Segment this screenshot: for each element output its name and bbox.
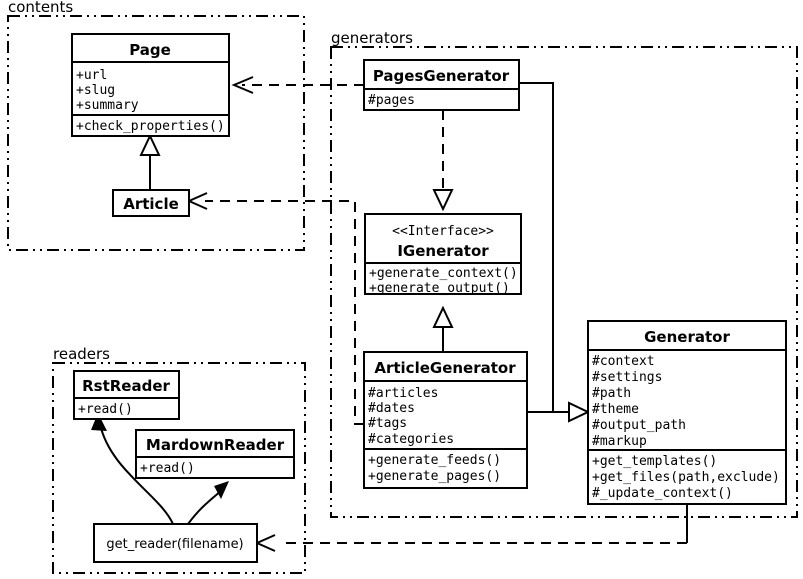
class-igenerator-stereotype: <<Interface>> [392,224,494,239]
generalization-arrowhead [139,133,161,156]
realization-arrowhead [432,189,454,212]
class-article-generator-name: ArticleGenerator [374,359,516,377]
class-mardown-reader[interactable]: MardownReader +read() [135,429,295,479]
class-mardown-reader-name: MardownReader [146,436,285,454]
class-rst-reader-method-0: +read() [78,402,133,417]
package-readers: readers [52,345,306,574]
class-page-name: Page [129,41,171,59]
edge-get-reader-creates-rstreader [91,413,174,525]
class-generator-name: Generator [644,328,730,346]
package-contents-label: contents [8,0,73,16]
package-readers-border [52,362,306,574]
function-get-reader-box [93,523,258,563]
class-page-attr-2: +summary [76,98,139,113]
class-mardown-reader-box [135,429,295,479]
class-page-attr-0: +url [76,68,107,83]
dependency-arrowhead [254,534,276,552]
class-article-generator-attr-0: #articles [368,386,438,401]
edge-articlegenerator-uses-article [186,192,364,425]
class-generator-method-0: +get_templates() [592,454,717,469]
class-article-generator-box [363,351,528,489]
dependency-arrowhead [231,76,254,94]
package-readers-label: readers [53,345,110,363]
class-article-generator-attr-1: #dates [368,401,415,416]
class-article[interactable]: Article [112,189,190,217]
class-rst-reader-box [73,370,180,420]
create-arrowhead [91,413,107,431]
class-igenerator-name: IGenerator [397,242,489,260]
edge-get-reader-creates-mardownreader [187,481,229,525]
function-get-reader[interactable]: get_reader(filename) [93,523,258,563]
package-generators-label: generators [331,29,413,47]
package-contents: contents [7,0,305,251]
class-article-generator-method-1: +generate_pages() [368,469,501,484]
class-article-generator-attr-3: #categories [368,432,454,447]
edge-article-inherits-page [139,133,161,190]
class-generator-attr-0: #context [592,354,655,369]
class-generator-attr-5: #markup [592,434,647,449]
class-article-name: Article [123,195,179,213]
class-generator-method-2: #_update_context() [592,486,733,501]
class-page-method-0: +check_properties() [76,119,225,134]
class-generator-box [587,320,787,505]
class-generator-attr-1: #settings [592,370,662,385]
class-rst-reader[interactable]: RstReader +read() [73,370,180,420]
edge-pagesgenerator-realizes-igenerator [432,110,454,212]
class-igenerator-box [364,213,522,295]
package-generators-border [330,46,798,518]
class-pages-generator-name: PagesGenerator [373,67,510,85]
class-article-generator[interactable]: ArticleGenerator #articles #dates #tags … [363,351,528,489]
package-contents-border [7,15,305,251]
class-igenerator-method-1: +generate_output() [369,281,510,296]
class-generator-attr-4: #output_path [592,418,686,433]
dependency-arrowhead [186,192,208,210]
class-igenerator-method-0: +generate_context() [369,266,518,281]
class-pages-generator-attr-0: #pages [368,93,415,108]
edge-generators-inherit-generator [519,82,591,423]
edge-pagesgenerator-uses-page [231,76,364,94]
edge-generator-uses-get-reader [254,504,688,552]
class-article-box [112,189,190,217]
generalization-arrowhead [568,401,591,423]
class-generator-attr-3: #theme [592,402,639,417]
create-arrowhead [214,481,229,499]
class-pages-generator[interactable]: PagesGenerator #pages [363,59,520,111]
class-generator-attr-2: #path [592,386,631,401]
class-rst-reader-name: RstReader [82,377,170,395]
package-generators: generators [330,29,798,518]
class-page[interactable]: Page +url +slug +summary +check_properti… [71,33,230,137]
class-article-generator-attr-2: #tags [368,416,407,431]
class-generator[interactable]: Generator #context #settings #path #them… [587,320,787,505]
function-get-reader-name: get_reader(filename) [106,537,243,552]
class-generator-method-1: +get_files(path,exclude) [592,470,780,485]
class-article-generator-method-0: +generate_feeds() [368,453,501,468]
class-igenerator[interactable]: <<Interface>> IGenerator +generate_conte… [364,213,522,296]
class-page-attr-1: +slug [76,83,115,98]
class-page-box [71,33,230,137]
class-pages-generator-box [363,59,520,111]
generalization-arrowhead [432,305,454,328]
edge-articlegenerator-realizes-igenerator [432,305,454,352]
class-mardown-reader-method-0: +read() [140,461,195,476]
